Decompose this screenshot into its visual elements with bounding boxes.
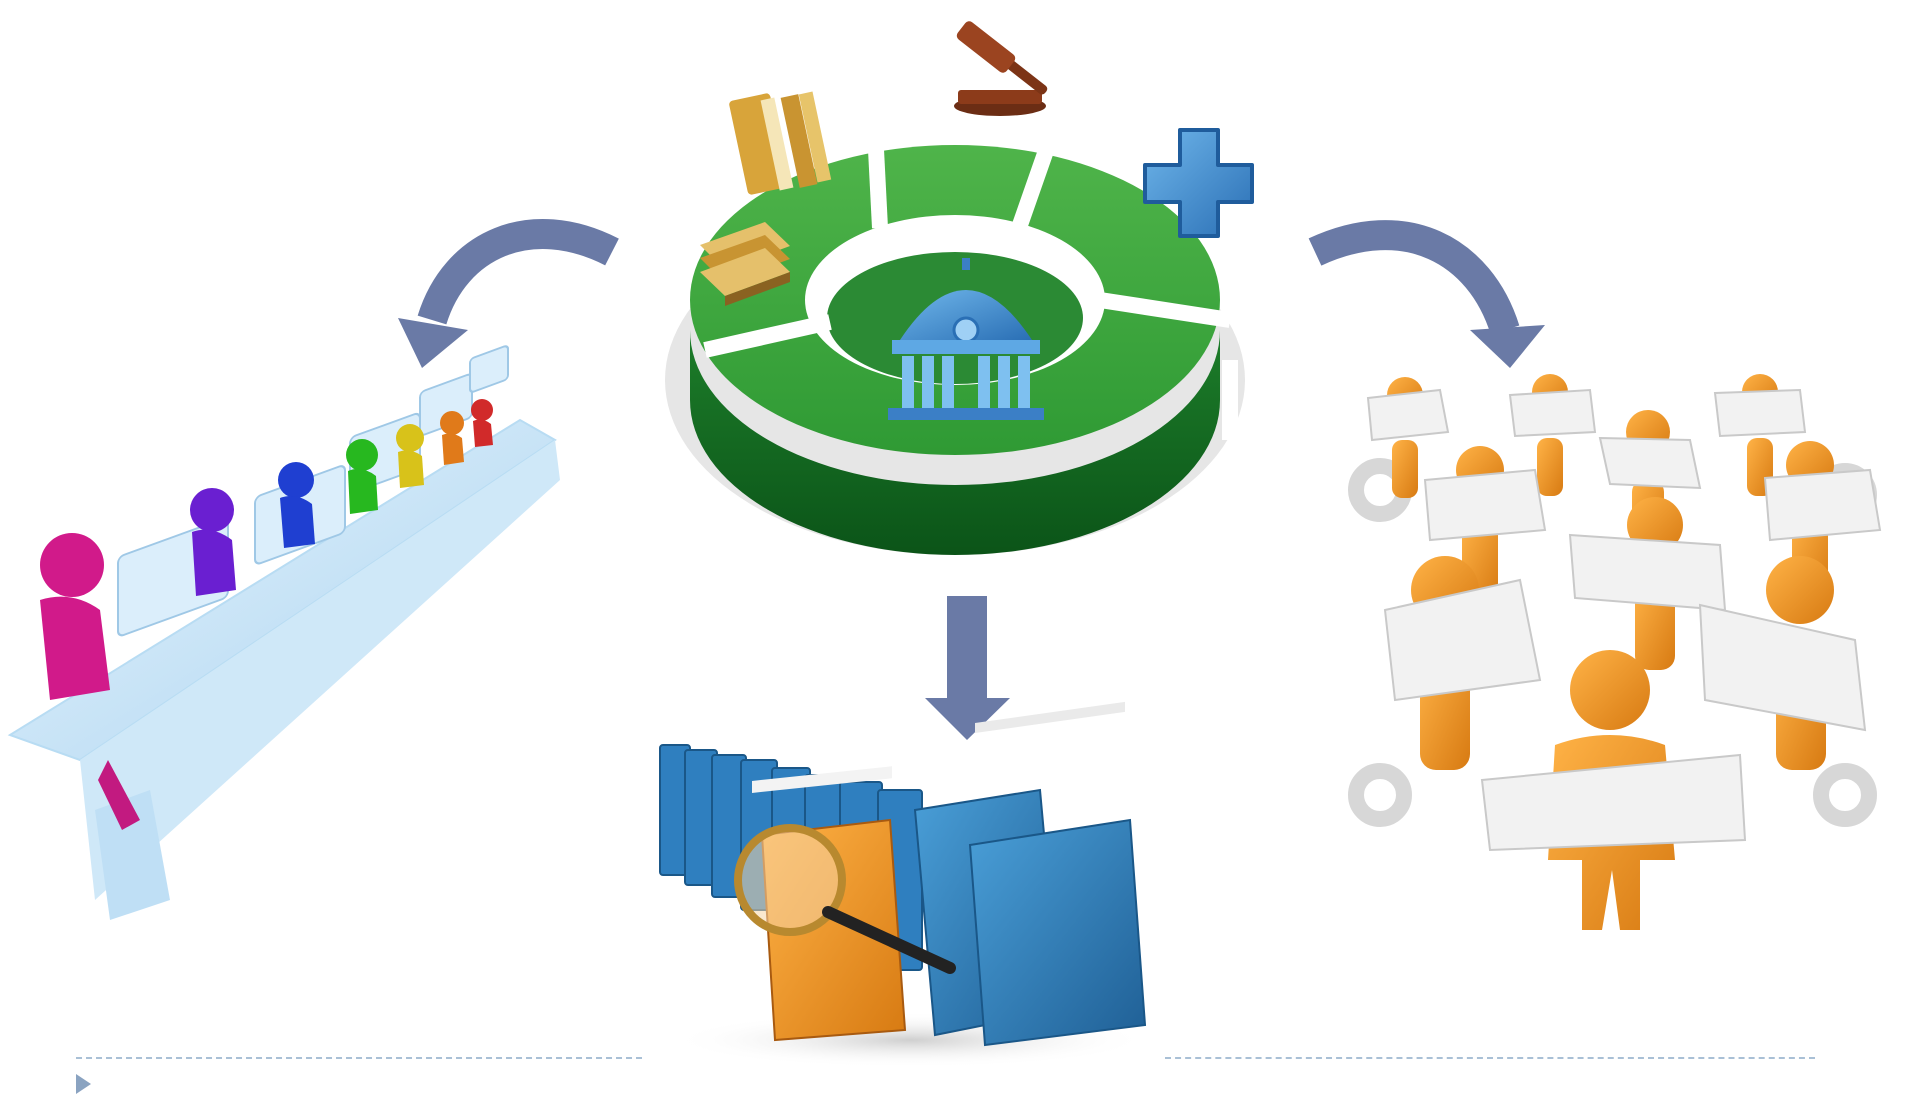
person-red — [471, 399, 493, 447]
gavel-icon — [954, 21, 1048, 116]
people-at-computers-icon — [7, 345, 560, 920]
government-building-icon — [888, 258, 1044, 420]
books-icon — [729, 91, 832, 195]
person-violet — [190, 488, 236, 596]
medical-cross-icon — [1143, 128, 1254, 238]
person-pink — [40, 533, 140, 830]
people-reading-papers-icon — [1348, 374, 1882, 930]
person-yellow — [396, 424, 424, 488]
file-folders-search-icon — [659, 701, 1150, 1068]
play-marker-icon — [76, 1074, 91, 1094]
magnifier-icon — [734, 824, 956, 974]
footer-rule-left — [76, 1057, 642, 1059]
stacked-books-icon — [700, 222, 790, 306]
person-orange — [440, 411, 464, 465]
footer-rule-right — [1165, 1057, 1815, 1059]
person-green — [346, 439, 378, 514]
arrow-down — [925, 596, 1010, 740]
arrow-right — [1308, 220, 1545, 368]
person-blue — [278, 462, 315, 548]
central-hub — [665, 21, 1254, 555]
arrow-left — [398, 219, 619, 368]
